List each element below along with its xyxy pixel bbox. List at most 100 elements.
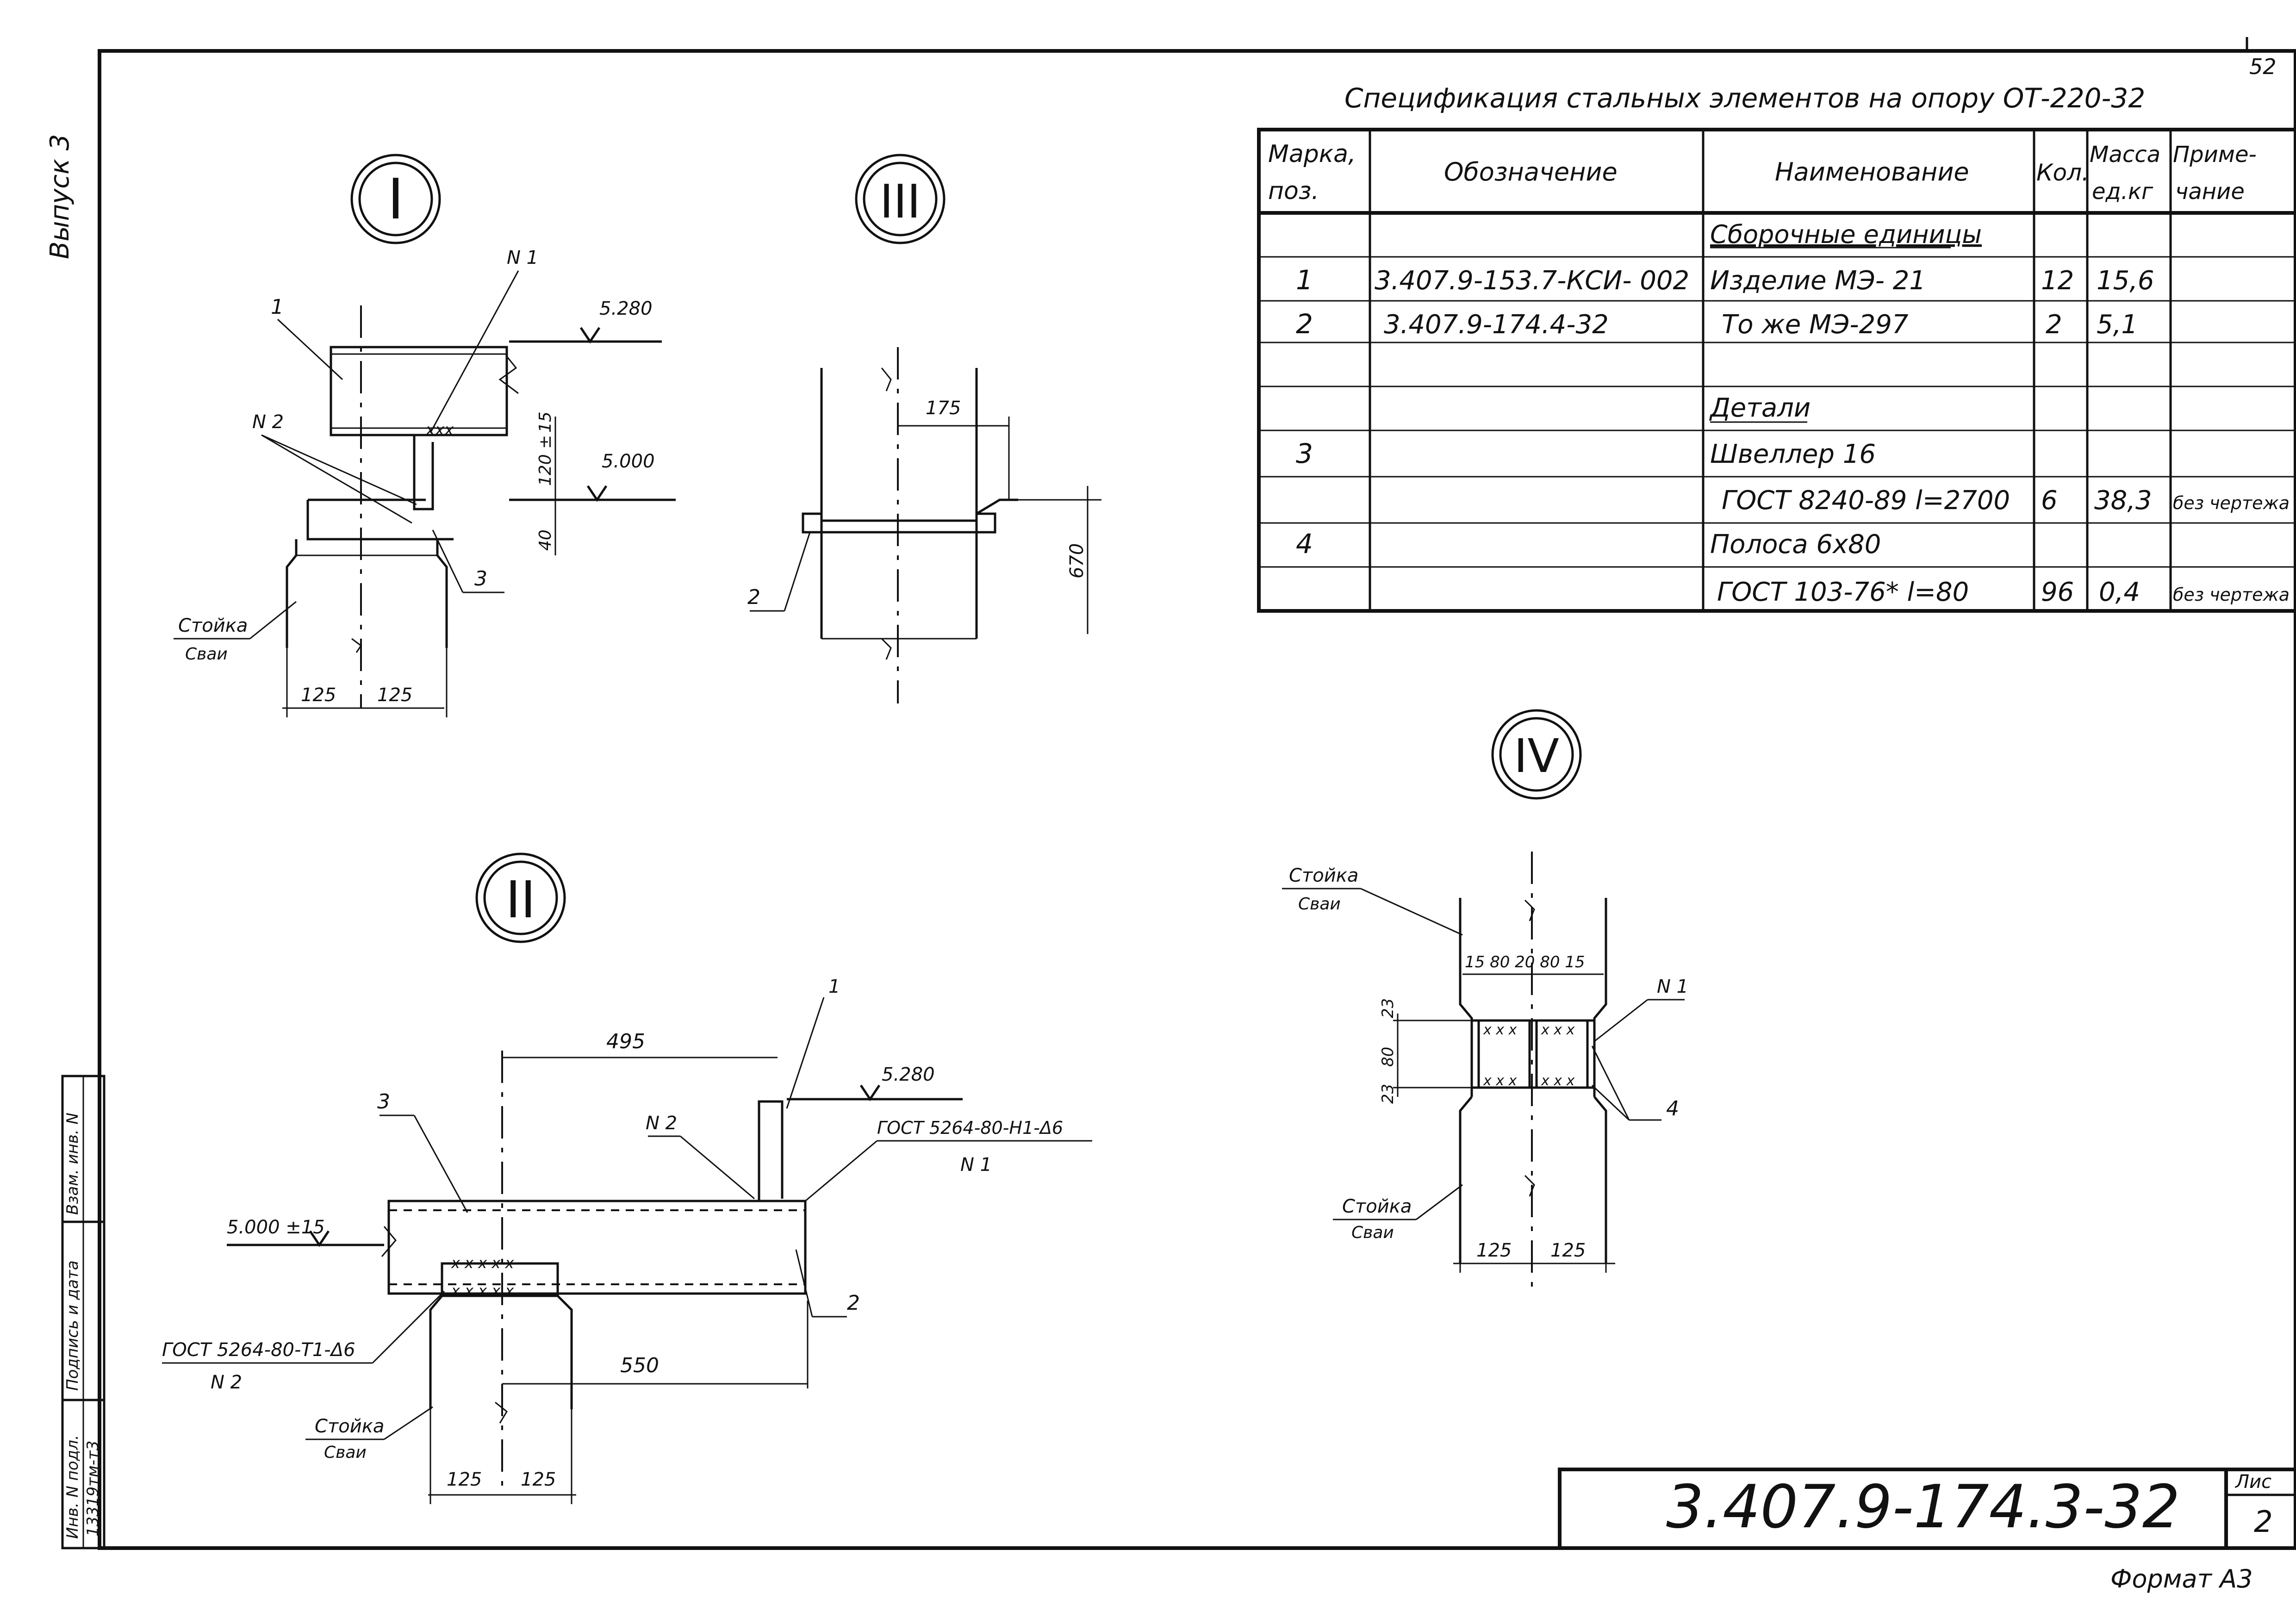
spec-row-6-mass: 38,3: [2094, 485, 2152, 516]
view-3-roman: III: [880, 174, 921, 229]
format-label: Формат А3: [2110, 1564, 2253, 1593]
spec-row-6-note: без чертежа: [2173, 493, 2290, 513]
view-2-gost-t1: ГОСТ 5264-80-Т1-Δ6: [162, 1339, 355, 1361]
svg-text:x x x: x x x: [1541, 1073, 1575, 1089]
view-1-dim-120: 120 ±: [536, 435, 555, 486]
spec-row-7-mark: 4: [1296, 528, 1313, 560]
view-2-pos2: 2: [847, 1291, 860, 1315]
spec-header-mass-2: ед.кг: [2092, 179, 2153, 205]
view-4-dims-top: 15 80 20 80 15: [1465, 953, 1585, 971]
spec-row-2-name: То же МЭ-297: [1722, 310, 1909, 340]
spec-row-2-mass: 5,1: [2097, 310, 2138, 340]
spec-row-5-mark: 3: [1296, 438, 1313, 469]
spec-header-designation: Обозначение: [1444, 157, 1618, 187]
spec-header-note-2: чание: [2175, 179, 2245, 205]
view-1-pos1: 1: [271, 295, 284, 319]
sheet-frame: [98, 49, 2296, 1550]
view-2-pos1: 1: [828, 976, 840, 997]
stamp-inventory-value: 13319тм-т3: [84, 1441, 102, 1537]
view-3-pos2: 2: [747, 585, 760, 609]
view-2-dim-125a: 125: [447, 1469, 482, 1490]
view-1-n1: N 1: [507, 247, 538, 268]
drawing-designation: 3.407.9-174.3-32: [1666, 1473, 2180, 1542]
view-4-dim-80: 80: [1379, 1047, 1397, 1067]
view-1-svaya: Сваи: [185, 645, 228, 664]
svg-text:xxx: xxx: [425, 421, 454, 439]
svg-text:x x x: x x x: [1483, 1073, 1517, 1089]
spec-row-2-mark: 2: [1296, 308, 1313, 340]
spec-row-6-name: ГОСТ 8240-89 l=2700: [1722, 485, 2010, 516]
view-1-marker: I: [350, 154, 441, 244]
stamp-label-inventory: Инв. N подл.: [63, 1435, 82, 1539]
view-2-elev-mid: 5.000 ±15: [227, 1217, 325, 1238]
spec-row-1-qty: 12: [2041, 266, 2074, 296]
spec-header-mass-1: Масса: [2090, 142, 2160, 168]
view-1-dim-40: 40: [536, 529, 555, 551]
page-number: 52: [2249, 54, 2277, 79]
view-2-n2: N 2: [646, 1113, 677, 1134]
sheet-label: Лис: [2234, 1471, 2271, 1493]
view-4-dim-125b: 125: [1550, 1240, 1586, 1261]
view-4-dim-23a: 23: [1379, 998, 1397, 1018]
view-1-roman: I: [387, 168, 404, 232]
svg-text:x x x: x x x: [1483, 1022, 1517, 1038]
view-3-marker: III: [855, 154, 946, 244]
spec-row-2-qty: 2: [2046, 310, 2062, 340]
view-2-stoyka: Стойка: [315, 1416, 384, 1437]
view-4-stoyka-top: Стойка: [1289, 865, 1358, 886]
view-2-svaya: Сваи: [324, 1443, 367, 1462]
spec-row-6-qty: 6: [2041, 485, 2058, 516]
spec-header-mark-2: поз.: [1268, 177, 1319, 205]
view-4: IV x x x x x x x x x x x x 15 80 20 80 1…: [1282, 709, 1688, 1296]
view-2-marker: II: [475, 852, 566, 943]
view-1: I xxx 5.280 5.000 120 ± 15 40 1: [174, 154, 676, 717]
stamp-label-signature: Подпись и дата: [63, 1260, 82, 1391]
view-1-stoyka: Стойка: [178, 615, 248, 636]
spec-table: Марка, поз. Обозначение Наименование Кол…: [1257, 128, 2296, 613]
view-2-dim-125b: 125: [521, 1469, 556, 1490]
spec-section-details: Детали: [1709, 393, 1811, 423]
view-1-elev-top: 5.280: [599, 298, 653, 319]
spec-row-1-designation: 3.407.9-153.7-КСИ- 002: [1375, 266, 1689, 296]
margin-stamp: Взам. инв. N Подпись и дата Инв. N подл.…: [61, 1075, 106, 1549]
spec-row-8-name: ГОСТ 103-76* l=80: [1717, 577, 1969, 607]
view-1-pos3: 3: [474, 567, 487, 591]
view-4-svaya-top: Сваи: [1298, 895, 1341, 914]
view-4-pos4: 4: [1666, 1097, 1679, 1120]
spec-header-qty: Кол.: [2036, 159, 2089, 186]
view-1-elev-mid: 5.000: [602, 451, 655, 472]
view-4-roman: IV: [1514, 729, 1559, 783]
spec-row-8-mass: 0,4: [2099, 577, 2140, 607]
stamp-label-replace: Взам. инв. N: [63, 1113, 82, 1215]
view-4-n1: N 1: [1657, 976, 1688, 997]
spec-row-8-note: без чертежа: [2173, 585, 2290, 605]
view-3-dim-670: 670: [1066, 543, 1088, 579]
view-1-dim-125b: 125: [377, 684, 412, 706]
view-4-dim-23b: 23: [1379, 1084, 1397, 1104]
view-2-gost-n1: ГОСТ 5264-80-Н1-Δ6: [877, 1118, 1063, 1138]
view-2-n1: N 1: [960, 1154, 992, 1176]
view-4-marker: IV: [1491, 709, 1582, 800]
issue-label: Выпуск 3: [45, 134, 75, 259]
view-2-pos3: 3: [377, 1090, 390, 1114]
spec-section-assemblies: Сборочные единицы: [1710, 220, 1982, 249]
sheet-number: 2: [2254, 1505, 2273, 1539]
title-block: 3.407.9-174.3-32 Лис 2: [1558, 1468, 2296, 1550]
spec-header-note-1: Приме-: [2173, 142, 2257, 168]
view-1-n2: N 2: [252, 411, 284, 433]
spec-header-name: Наименование: [1775, 157, 1969, 187]
spec-row-1-mark: 1: [1296, 264, 1313, 296]
spec-header-mark-1: Марка,: [1268, 140, 1356, 168]
spec-title: Спецификация стальных элементов на опору…: [1344, 82, 2145, 114]
spec-row-2-designation: 3.407.9-174.4-32: [1384, 310, 1609, 340]
spec-row-1-name: Изделие МЭ- 21: [1710, 266, 1926, 296]
view-2-elev-top: 5.280: [882, 1064, 935, 1085]
view-2: II x x x x x x x x x x 495 550 125 125 5…: [162, 852, 1092, 1504]
view-4-stoyka-bot: Стойка: [1342, 1196, 1412, 1217]
view-2-n2b: N 2: [211, 1372, 242, 1393]
view-1-dim-125a: 125: [301, 684, 336, 706]
svg-text:x x x: x x x: [1541, 1022, 1575, 1038]
spec-row-7-name: Полоса 6х80: [1710, 529, 1881, 560]
svg-text:x x x x x: x x x x x: [451, 1254, 514, 1272]
